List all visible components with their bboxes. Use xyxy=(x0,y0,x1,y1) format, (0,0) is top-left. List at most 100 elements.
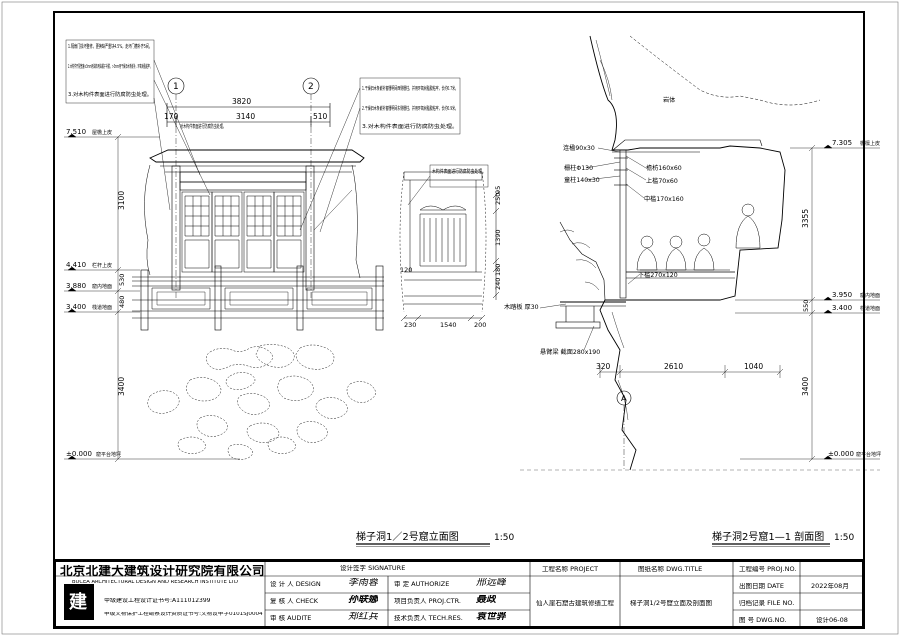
side-dim: 240 xyxy=(494,278,502,290)
elevation-drawing xyxy=(64,77,500,463)
date-value: 2022年08月 xyxy=(811,583,849,590)
company-logo: 建 xyxy=(64,584,94,620)
dwg-title-value: 梯子洞1/2号窟立面及剖面图 xyxy=(630,600,712,607)
note-right-1: 1.干燥旧木条嵌补窗栅明间西侧栅柱，并用环氧树脂胶粘牢，长约0.7米。 xyxy=(362,84,458,92)
rock-label: 岩体 xyxy=(663,96,676,104)
axis-label-2: 2 xyxy=(308,82,314,92)
lattice-doors xyxy=(181,191,305,273)
signature-header: 设计签字 SIGNATURE xyxy=(340,565,406,572)
side-dim: 95 xyxy=(494,186,502,194)
date-label: 出图日期 DATE xyxy=(739,583,784,590)
rock-profile xyxy=(589,35,786,471)
note-left-1: 1.隔扇门损坏整修，更换缺严重块4.5%，走坏门槽补齐5间。 xyxy=(68,42,152,50)
side-dim: 250 xyxy=(494,193,502,205)
section-label: 木踏板 厚30 xyxy=(504,303,539,311)
title-block: 北京北建大建筑设计研究院有限公司 BUCEA ARCHITECTURAL DES… xyxy=(54,560,864,628)
section-labels: 岩体 连楹90x30 栅柱Φ130 童柱140x30 檐枋160x60 上槛70… xyxy=(504,96,881,458)
side-elevation xyxy=(399,171,500,322)
project-label: 工程名称 PROJECT xyxy=(542,566,599,573)
section-label: 连楹90x30 xyxy=(563,144,595,152)
section-label: 悬臂梁 截面280x190 xyxy=(540,348,600,356)
dim-170: 170 xyxy=(164,112,179,121)
note-right-3: 3.对木构件表面进行防腐防虫处理。 xyxy=(362,122,458,130)
license-1: 甲级建设工程设计证书号:A111012399 xyxy=(104,598,211,604)
level-value: 3.400 xyxy=(832,304,852,312)
file-no-label: 归档记录 FILE NO. xyxy=(739,600,795,607)
axis-label-1: 1 xyxy=(173,82,179,92)
level-desc: 栈道地面 xyxy=(860,305,880,312)
dim-3820: 3820 xyxy=(232,97,251,106)
proj-ctr-signature: 聂政 xyxy=(476,595,496,605)
section-label: 下槛270x120 xyxy=(638,271,678,279)
svg-text:建: 建 xyxy=(69,591,87,613)
dim-510: 510 xyxy=(313,112,328,121)
project-value: 仙人崖石窟古建筑修缮工程 xyxy=(536,600,614,607)
callout-elevation-1: 对木构件表面进行防腐防虫处理。 xyxy=(180,123,226,130)
section-label: 檐枋160x60 xyxy=(646,164,682,172)
designer-label: 设 计 人 DESIGN xyxy=(270,581,321,588)
section-label: 中槛170x160 xyxy=(644,195,684,203)
audit-signature: 郑红兵 xyxy=(348,612,378,622)
balustrade xyxy=(132,265,384,331)
level-desc: 窟内地面 xyxy=(92,283,112,290)
designer-signature: 李雨蓉 xyxy=(348,578,378,588)
side-dim-120: 120 xyxy=(400,266,412,274)
elevation-scale: 1:50 xyxy=(494,533,514,543)
section-dim: 3400 xyxy=(801,377,810,396)
section-dim: 1040 xyxy=(744,362,763,371)
section-label: 上槛70x60 xyxy=(646,177,678,185)
tech-res-signature: 袁世骅 xyxy=(476,612,506,622)
level-value: 3.400 xyxy=(66,303,86,311)
dim-480: 480 xyxy=(118,296,126,308)
side-dim: 180 xyxy=(494,264,502,276)
level-desc: 檐檩上皮 xyxy=(860,140,880,147)
tech-res-label: 技术负责人 TECH.RES. xyxy=(394,615,463,622)
level-desc: 窟内地面 xyxy=(860,292,880,299)
company-name-en: BUCEA ARCHITECTURAL DESIGN AND RESEARCH … xyxy=(72,580,238,585)
level-value: ±0.000 xyxy=(66,450,92,458)
section-dim: 550 xyxy=(802,300,810,312)
elevation-title: 梯子洞1／2号窟立面图 xyxy=(356,530,459,543)
proj-no-label: 工程编号 PROJ.NO. xyxy=(739,566,797,573)
dim-3140: 3140 xyxy=(236,112,255,121)
section-scale: 1:50 xyxy=(834,533,854,543)
section-dim: 320 xyxy=(596,362,611,371)
note-left-2: 2.木构件开裂宽度≤3mm用油饰用油膩子补腻，>3mm用干燥旧木条嵌补，环氧树脂… xyxy=(68,62,152,70)
proj-ctr-label: 项目负责人 PROJ.CTR. xyxy=(394,598,461,605)
check-signature: 孙联娜 xyxy=(348,595,378,605)
elevation-labels: 1 2 3820 170 3140 510 3100 530 480 3400 … xyxy=(66,82,502,458)
level-value: 7.305 xyxy=(832,139,852,147)
level-desc: 窟平台地坪 xyxy=(856,451,881,458)
note-right-2: 2.干燥旧木条嵌补窗栅明间东侧栅柱，并用环氧树脂胶粘牢，长约0.9米。 xyxy=(362,104,458,112)
level-desc: 栏杆上皮 xyxy=(92,262,112,269)
section-label: 栅柱Φ130 xyxy=(564,164,593,172)
level-value: 3.950 xyxy=(832,291,852,299)
section-dim: 3355 xyxy=(801,209,810,228)
section-label: 童柱140x30 xyxy=(564,176,600,184)
audit-label: 审 核 AUDITE xyxy=(270,615,312,622)
check-label: 复 核 人 CHECK xyxy=(270,598,319,605)
side-dim-bottom: 1540 xyxy=(440,321,457,329)
level-value: 4.410 xyxy=(66,261,86,269)
buddha-figures xyxy=(636,203,761,271)
dim-3100: 3100 xyxy=(117,191,126,210)
section-drawing xyxy=(520,35,880,471)
dim-3400: 3400 xyxy=(117,377,126,396)
side-dim-bottom: 230 xyxy=(404,321,416,329)
authorize-label: 审 定 AUTHORIZE xyxy=(394,581,450,588)
dwg-title-label: 图纸名称 DWG.TITLE xyxy=(638,566,703,573)
notes-right: 1.干燥旧木条嵌补窗栅明间西侧栅柱，并用环氧树脂胶粘牢，长约0.7米。 2.干燥… xyxy=(299,77,461,233)
drawing-frame xyxy=(53,11,865,629)
notes-left: 1.隔扇门损坏整修，更换缺严重块4.5%，走坏门槽补齐5间。 2.木构件开裂宽度… xyxy=(65,39,211,211)
side-dim: 1390 xyxy=(494,229,502,246)
elevation-levels xyxy=(64,133,240,463)
level-value: 3.880 xyxy=(66,282,86,290)
level-desc: 窟平台地坪 xyxy=(96,451,121,458)
axis-label-a: A xyxy=(621,394,627,403)
authorize-signature: 邢远峰 xyxy=(476,578,506,588)
level-desc: 屋檐上皮 xyxy=(92,129,112,136)
rock-outcrop xyxy=(147,344,376,460)
license-2: 甲级文物保护工程勘察设计资质证书号:文物设甲字0101SJ0004 xyxy=(104,612,263,617)
dwg-no-label: 图 号 DWG.NO. xyxy=(739,617,787,624)
note-left-3: 3.对木构件表面进行防腐防虫处理。 xyxy=(68,90,152,98)
